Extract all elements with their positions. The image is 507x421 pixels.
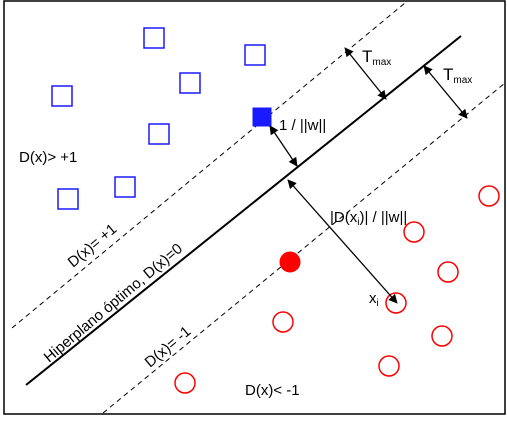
- inv-norm-arrow: [269, 125, 298, 167]
- t-max-left-label: Tmax: [362, 47, 391, 68]
- margin-negative-label: D(x)= -1: [142, 323, 195, 371]
- circle-point: [272, 311, 294, 333]
- circle-point: [437, 261, 459, 283]
- t-max-right-label: Tmax: [443, 65, 472, 86]
- circle-point: [478, 185, 500, 207]
- distance-label: |D(xi)| / ||w||: [330, 209, 407, 228]
- square-point: [57, 188, 79, 210]
- circle-point: [403, 221, 425, 243]
- t-max-left-arrow: [344, 47, 387, 100]
- optimal-hyperplane-line: [25, 35, 462, 386]
- region-negative-label: D(x)< -1: [245, 382, 300, 399]
- square-point: [114, 176, 136, 198]
- circle-point: [385, 292, 407, 314]
- square-point: [51, 85, 73, 107]
- square-point: [244, 44, 266, 66]
- circle-point: [431, 325, 453, 347]
- region-positive-label: D(x)> +1: [19, 149, 77, 166]
- square-point: [179, 72, 201, 94]
- class-positive-points: [51, 27, 266, 210]
- margin-line-negative: [102, 82, 506, 414]
- support-vector-square: [252, 107, 272, 127]
- margin-line-positive: [11, 2, 406, 329]
- distance-arrow: [287, 179, 398, 304]
- diagram-frame: [3, 0, 506, 415]
- square-point: [143, 27, 165, 49]
- t-max-right-arrow: [423, 65, 468, 119]
- inv-norm-label: 1 / ||w||: [279, 117, 326, 134]
- circle-point: [174, 372, 196, 394]
- square-point: [148, 123, 170, 145]
- class-negative-points: [174, 185, 500, 394]
- x-i-label: xi: [369, 290, 379, 309]
- circle-point: [378, 355, 400, 377]
- support-vector-circle: [279, 251, 301, 273]
